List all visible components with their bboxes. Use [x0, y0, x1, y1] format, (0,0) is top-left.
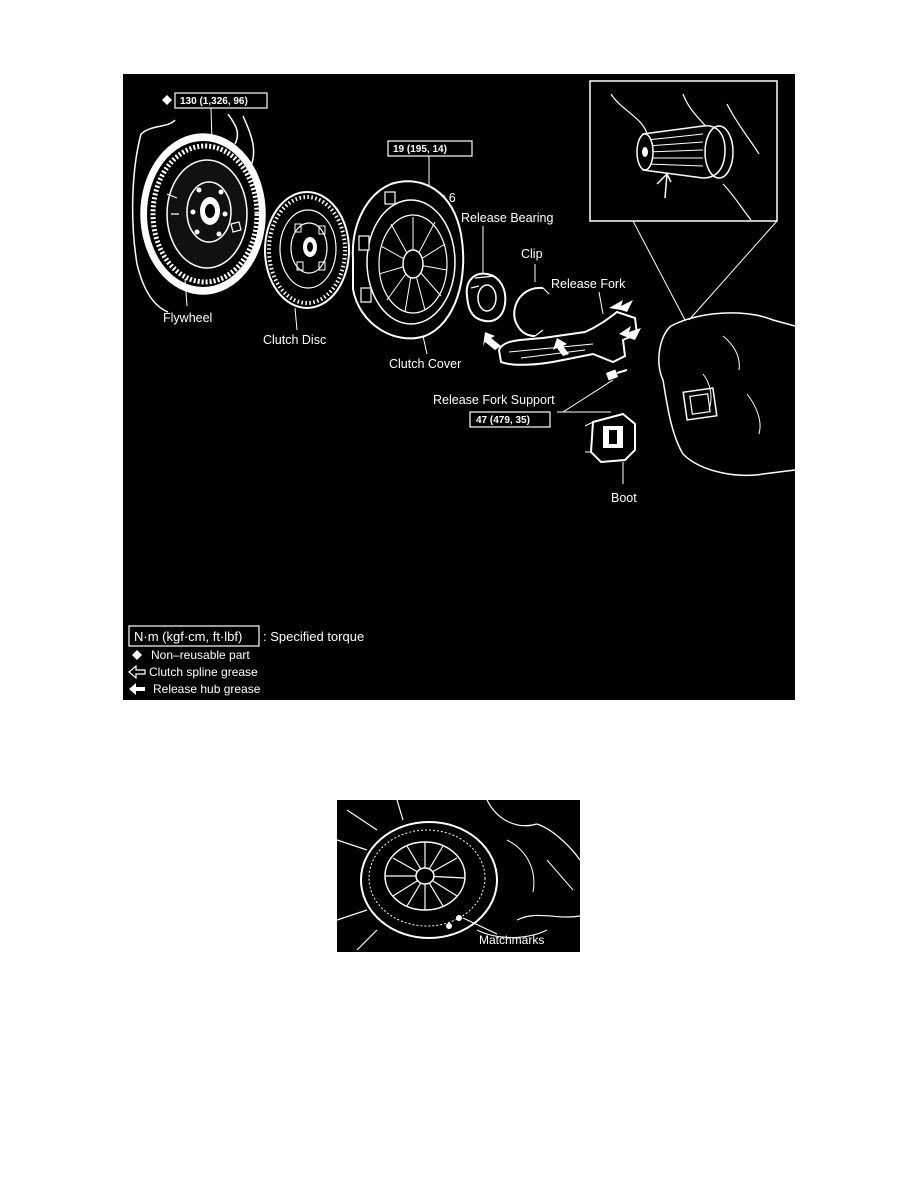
non-reusable-diamond-icon	[132, 650, 142, 660]
legend-non-reusable: Non–reusable part	[151, 648, 250, 662]
matchmarks-diagram: Matchmarks	[337, 800, 580, 952]
clutch-disc-drawing	[264, 191, 350, 331]
clutch-cover-label: Clutch Cover	[389, 357, 461, 371]
transmission-housing-drawing	[658, 312, 795, 477]
boot-label: Boot	[611, 491, 637, 505]
hub-grease-arrow-icon	[553, 338, 569, 356]
hub-grease-arrow-icon	[609, 300, 633, 312]
input-shaft-zoom-inset	[589, 80, 778, 321]
legend: N·m (kgf·cm, ft·lbf) : Specified torque …	[128, 625, 364, 696]
matchmarks-label: Matchmarks	[479, 933, 544, 947]
hub-grease-arrow-icon	[483, 332, 501, 350]
spline-grease-arrow-icon	[656, 172, 672, 199]
clutch-cover-installed-drawing	[337, 800, 580, 951]
hub-grease-arrow-icon	[619, 326, 641, 340]
fork-support-torque-value: 47 (479, 35)	[476, 415, 530, 426]
hub-grease-arrow-icon	[129, 683, 145, 695]
release-bearing-label: Release Bearing	[461, 211, 553, 225]
flywheel-label: Flywheel	[163, 311, 212, 325]
clip-label: Clip	[521, 247, 543, 261]
clutch-disc-label: Clutch Disc	[263, 333, 326, 347]
release-fork-support-label: Release Fork Support	[433, 393, 555, 407]
legend-hub-grease: Release hub grease	[153, 682, 261, 696]
clip-drawing	[513, 264, 550, 337]
legend-torque-unit: N·m (kgf·cm, ft·lbf)	[134, 629, 242, 644]
release-fork-label: Release Fork	[551, 277, 626, 291]
legend-torque-text: : Specified torque	[263, 629, 364, 644]
legend-spline-grease: Clutch spline grease	[149, 665, 258, 679]
clutch-exploded-diagram: 130 (1,326, 96) Flywheel Clu	[123, 74, 795, 700]
release-bearing-drawing	[465, 226, 507, 323]
spline-grease-arrow-icon	[128, 664, 146, 680]
flywheel-torque-value: 130 (1,326, 96)	[180, 96, 248, 107]
flywheel-drawing	[131, 113, 266, 313]
release-fork-drawing	[483, 291, 641, 366]
boot-drawing	[584, 412, 636, 484]
cover-bolt-torque-value: 19 (195, 14)	[393, 144, 447, 155]
clutch-cover-drawing	[351, 180, 465, 355]
non-reusable-diamond-icon	[162, 95, 172, 105]
release-fork-support-drawing: 47 (479, 35)	[469, 369, 628, 428]
